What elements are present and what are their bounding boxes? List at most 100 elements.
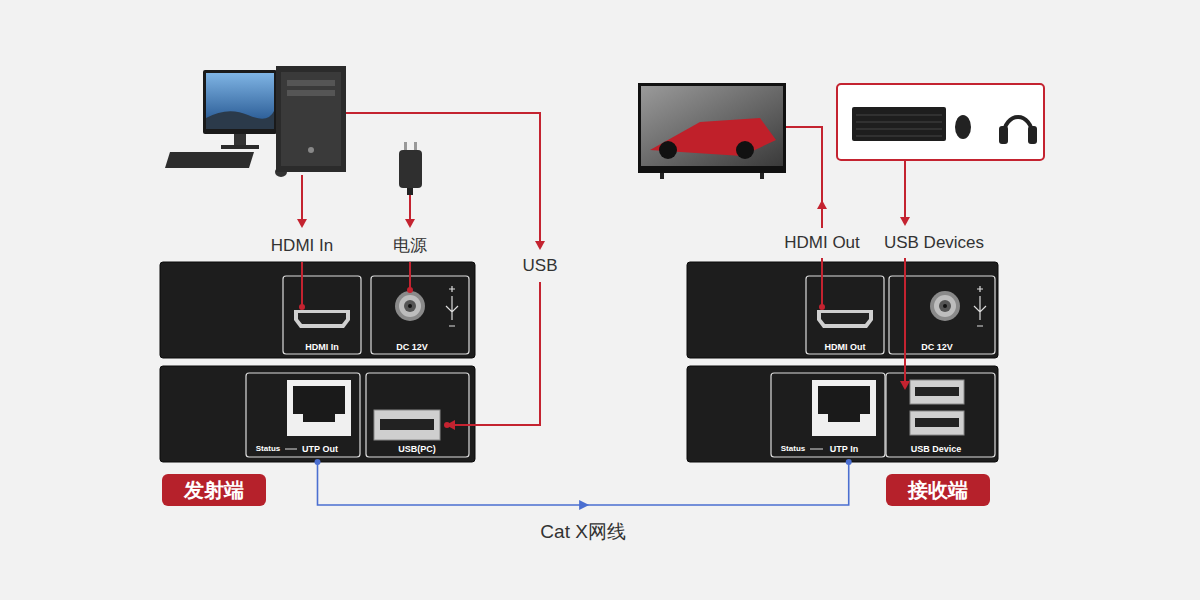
adapter-cable [407,188,413,195]
hdmi-out-wire [786,127,822,306]
tv-foot [660,173,664,179]
label-dash [285,449,297,450]
power-adapter [399,142,422,195]
keyboard-keys [856,115,942,136]
network-cable [315,459,852,510]
rj45-port [812,380,876,436]
extender-unit: HDMI In DC 12V [160,262,475,358]
arrowhead [297,219,307,228]
dc-jack [934,295,956,317]
dc-jack [930,291,960,321]
port-frame [246,373,360,457]
port-frame [886,373,995,457]
usb-slot [915,418,959,427]
mouse [955,115,971,139]
extender-unit: Status UTP In USB Device [687,366,998,462]
peripheral-frame [837,84,1044,160]
badge-text: 发射端 [184,479,244,502]
port-label: HDMI In [305,342,339,352]
hdmi-slot [821,313,869,324]
computer [165,66,346,177]
arrowhead [817,200,827,209]
arrowhead [579,500,589,510]
dc-jack [939,300,951,312]
label-dash [810,449,823,450]
wire-dot [299,304,305,310]
arrowhead [405,219,415,228]
dc-jack [943,304,947,308]
port-label: USB Device [911,444,962,454]
transmitter-bottom [160,366,475,462]
usb-port [910,380,964,404]
port-label: HDMI Out [825,342,866,352]
dc-jack [399,295,421,317]
monitor-frame [203,70,277,134]
dc-jack [395,291,425,321]
signal-wires [302,113,905,425]
television [638,83,786,179]
usb-slot [380,419,434,430]
port-label: Status [781,444,805,453]
monitor-stand [234,134,246,146]
port-label: USB(PC) [398,444,436,454]
usb-wire [346,113,540,425]
port-frame [371,276,469,354]
headphone-cup [1028,126,1037,144]
tv-frame [638,83,786,173]
receiver-bottom [687,366,998,462]
badge-text: 接收端 [908,479,968,502]
end-badge: 发射端 [162,474,266,506]
tv-screen [641,86,783,166]
usb-port [374,410,440,440]
drive-bay [287,90,335,96]
port-frame [283,276,361,354]
receiver-top [687,262,998,358]
hdmi-port [294,310,350,328]
adapter-body [399,150,422,188]
transmitter-top [160,262,475,358]
wire-dot [819,304,825,310]
edge-label: Cat X网线 [538,521,628,543]
wire-dot [444,422,450,428]
dc-jack [408,304,412,308]
wire-label: USB Devices [882,233,986,253]
cable-dot [846,459,852,465]
keyboard [165,152,254,168]
rj45-port [287,380,351,436]
rj45-slot [818,386,870,422]
usb-devices-wire [904,160,906,383]
usb-slot [915,387,959,396]
wire-label: 电源 [391,236,429,256]
wire-label: USB [521,256,560,276]
car-wheel [659,141,677,159]
port-label: UTP In [830,444,858,454]
hdmi-slot [298,313,346,324]
headphone-band [1004,117,1032,134]
port-label: DC 12V [396,342,428,352]
headphone-cup [999,126,1008,144]
port-frame [771,373,885,457]
rj45-slot [293,386,345,422]
tv-foot [760,173,764,179]
polarity-symbol [974,286,986,326]
wire-arrows [297,200,910,430]
unit-body [687,262,998,358]
end-badge: 接收端 [886,474,990,506]
cable-dot [315,459,321,465]
arrowhead [900,381,910,390]
extender-unit: StatusUTP OutUSB(PC) [160,366,475,462]
unit-body [160,366,475,462]
tower-front [281,72,341,166]
power-button [308,147,314,153]
usb-port [910,411,964,435]
arrowhead [900,217,910,226]
port-frame [366,373,469,457]
monitor-base [221,145,259,149]
monitor-screen [206,73,274,129]
polarity-symbol [446,286,458,326]
port-frame [806,276,884,354]
port-label: DC 12V [921,342,953,352]
screen-landscape [206,111,274,129]
keyboard [852,107,946,141]
